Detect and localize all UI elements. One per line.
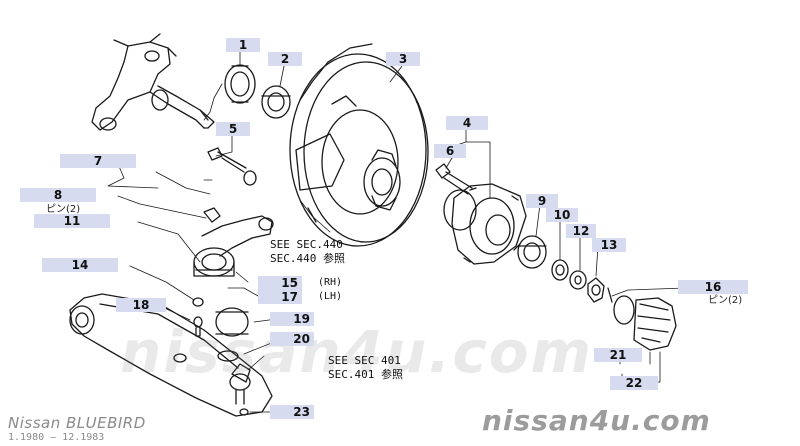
callout-3[interactable]: 3 [386,52,420,66]
lock-washer-part [569,270,587,290]
hub-nut-part [587,277,613,303]
reference-sec440-en: SEE SEC.440 [270,238,343,251]
callout-16-number: 16 [704,280,722,294]
callout-22-number: 22 [625,376,643,390]
outer-bearing-part [261,85,291,119]
callout-20[interactable]: 20 [270,332,314,346]
wheel-hub-part [435,163,527,265]
callout-3-number: 3 [398,52,408,66]
callout-10[interactable]: 10 [546,208,578,222]
watermark: nissan4u.com [120,318,593,386]
callout-20-number: 20 [293,332,310,346]
leader-lines [107,51,687,413]
callout-5-number: 5 [228,122,238,136]
callout-12-number: 12 [572,224,590,238]
lh-label: (LH) [318,291,343,302]
callout-19-number: 19 [293,312,310,326]
callout-4[interactable]: 4 [446,116,488,130]
callout-11[interactable]: 11 [34,214,110,228]
small-nut-part [192,297,204,307]
callout-6[interactable]: 6 [434,144,466,158]
callout-8-number: 8 [53,188,63,202]
callout-21-number: 21 [609,348,627,362]
callout-2-number: 2 [280,52,290,66]
callout-14[interactable]: 14 [42,258,118,272]
footer-model-name: Nissan BLUEBIRD [8,414,146,432]
rh-label: (RH) [318,277,343,288]
bolt-part [207,147,257,186]
callout-5[interactable]: 5 [216,122,250,136]
callout-12[interactable]: 12 [566,224,596,238]
callout-23-number: 23 [293,405,310,419]
grease-seal-part [224,64,256,104]
reference-sec401-en: SEE SEC 401 [328,354,401,367]
bracket-part [193,207,274,277]
callout-1-number: 1 [238,38,248,52]
bushing-part [215,307,249,362]
callout-13-number: 13 [600,238,618,252]
callout-15[interactable]: 15 [258,276,302,290]
reference-sec440[interactable]: SEE SEC.440 SEC.440 参照 [270,238,345,266]
callout-17-number: 17 [281,290,298,304]
callout-16-subtext: ピン(2) [708,295,743,306]
callout-10-number: 10 [553,208,571,222]
reference-sec440-jp: SEC.440 参照 [270,252,345,265]
reference-sec401-jp: SEC.401 参照 [328,368,403,381]
callout-17[interactable]: 17 [258,290,302,304]
footer-site-logo: nissan4u.com [482,404,711,437]
reference-sec401[interactable]: SEE SEC 401 SEC.401 参照 [328,354,403,382]
brake-disc-part [289,43,429,247]
callout-18[interactable]: 18 [116,298,166,312]
callout-2[interactable]: 2 [268,52,302,66]
washer-part [551,259,569,281]
callout-6-number: 6 [445,144,455,158]
callout-19[interactable]: 19 [270,312,314,326]
callout-18-number: 18 [132,298,150,312]
hub-cap-part [613,295,677,351]
callout-9-number: 9 [537,194,547,208]
callout-7-number: 7 [93,154,103,168]
callout-11-number: 11 [63,214,81,228]
callout-23[interactable]: 23 [270,405,314,419]
callout-8[interactable]: 8 [20,188,96,202]
steering-knuckle-part [91,33,215,131]
callout-22[interactable]: 22 [610,376,658,390]
callout-7[interactable]: 7 [60,154,136,168]
callout-13[interactable]: 13 [592,238,626,252]
callout-16[interactable]: 16 [678,280,748,294]
callout-1[interactable]: 1 [226,38,260,52]
callout-8-subtext: ピン(2) [46,204,81,215]
callout-15-number: 15 [281,276,298,290]
callout-14-number: 14 [71,258,89,272]
callout-9[interactable]: 9 [526,194,558,208]
inner-bearing-part [517,235,547,269]
callout-21[interactable]: 21 [594,348,642,362]
footer-production-dates: 1.1980 — 12.1983 [8,432,105,443]
callout-4-number: 4 [462,116,472,130]
